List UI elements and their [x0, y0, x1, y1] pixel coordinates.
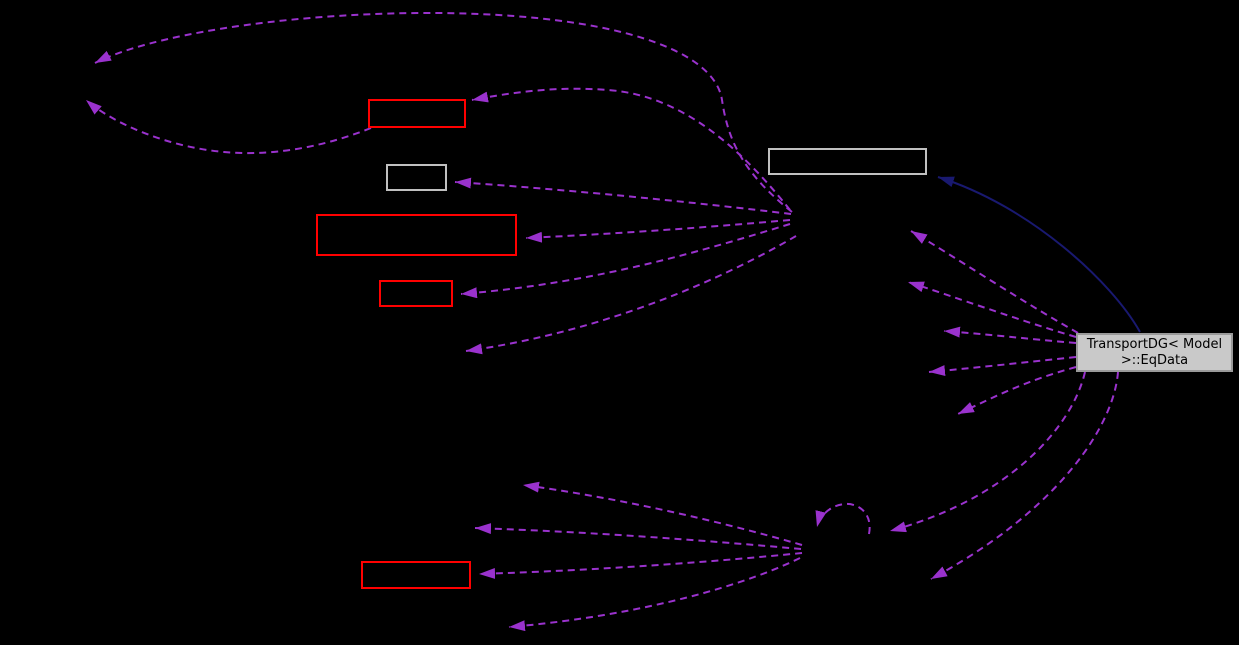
edge-eqdata-huba [910, 230, 1079, 334]
main-node-eqdata: TransportDG< Model >::EqData [1076, 333, 1233, 372]
node-box-white[interactable] [768, 148, 927, 175]
edge-eqdata-hubb [889, 371, 1086, 533]
edge-layer [85, 11, 1141, 632]
edge-huba-topredbox [471, 87, 791, 211]
main-node-label-line2: >::EqData [1120, 353, 1189, 368]
edge-huba-wideredbox [525, 219, 791, 243]
node-box-bottom-red[interactable] [361, 561, 471, 589]
edge-hubb-hidden-a [522, 481, 803, 546]
node-box-top-red[interactable] [368, 99, 466, 128]
edge-eqdata-hidden-3 [928, 356, 1077, 377]
edge-hubb-hidden-b [474, 523, 802, 550]
edge-huba-midredbox [460, 223, 791, 299]
edge-hubb-selfloop [815, 502, 871, 535]
edge-eqdata-hidden-1 [907, 281, 1077, 338]
edge-eqdata-hidden-5 [930, 371, 1119, 580]
edge-hubb-hidden-c [508, 557, 801, 632]
edge-eqdata-whitebox-inherit [937, 176, 1141, 333]
edge-eqdata-hidden-4 [957, 366, 1077, 415]
node-box-wide-red[interactable] [316, 214, 517, 256]
node-layer [316, 99, 927, 589]
edge-huba-topleft-arc [94, 11, 793, 213]
node-box-mid-red[interactable] [379, 280, 453, 307]
edge-eqdata-hidden-2 [943, 326, 1077, 344]
main-node-label-line1: TransportDG< Model [1086, 337, 1223, 352]
edge-huba-graybox [454, 177, 792, 215]
edge-topredbox-topleft [85, 99, 372, 155]
edge-hubb-bottomredbox [478, 552, 803, 579]
node-box-small-gray[interactable] [386, 164, 447, 191]
